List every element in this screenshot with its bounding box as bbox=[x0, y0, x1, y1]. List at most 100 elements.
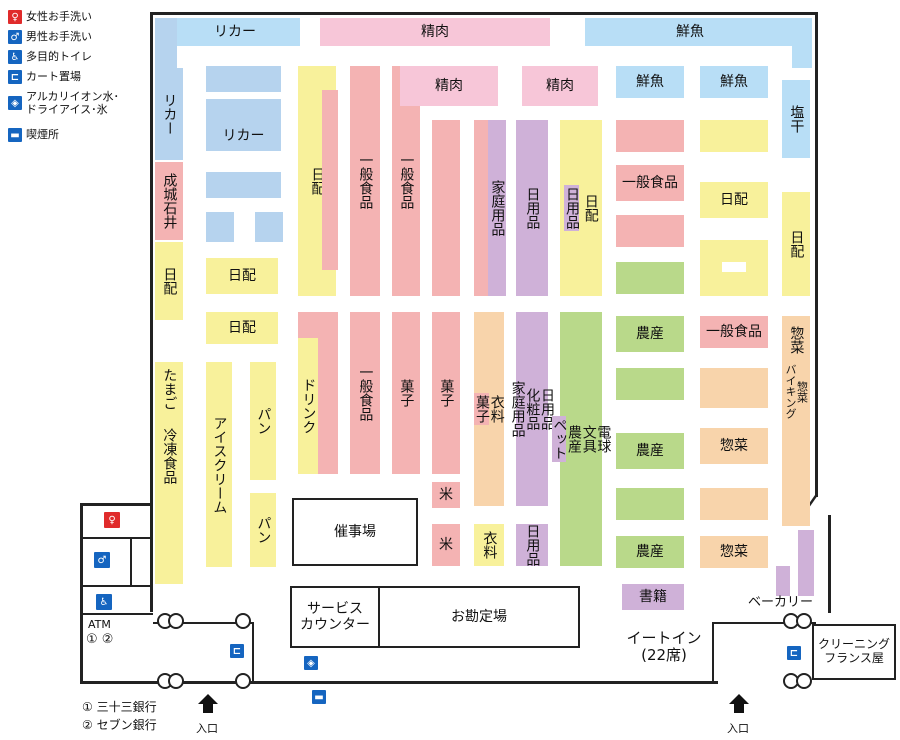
door-8[interactable] bbox=[796, 613, 812, 629]
cosmetics-label: 化粧品 bbox=[524, 388, 541, 430]
liquor-block-5 bbox=[206, 212, 234, 242]
daily1-section: 日用品 bbox=[516, 120, 548, 296]
smoking-icon: ▬ bbox=[312, 690, 326, 704]
souzai1-section: 惣菜 bbox=[700, 428, 768, 464]
annex-inner bbox=[130, 537, 132, 585]
right-green-1 bbox=[616, 262, 684, 294]
liquor-block-2 bbox=[206, 99, 281, 125]
liquor-corner-left bbox=[155, 18, 177, 68]
household-strip bbox=[474, 120, 490, 296]
household1-section: 家庭用品 bbox=[488, 120, 506, 296]
clothes1-section: 菓子 衣料 bbox=[474, 312, 505, 506]
pet-label: ペット bbox=[551, 416, 568, 462]
event-counter: 催事場 bbox=[292, 498, 418, 566]
household2-label: 家庭用品 bbox=[509, 381, 526, 437]
farm-g3 bbox=[616, 488, 684, 520]
entrance-left-stem bbox=[203, 704, 213, 713]
vestibule-l-right bbox=[252, 622, 254, 684]
souzai-section: 惣菜 惣菜 バイキング bbox=[782, 316, 810, 526]
checkout-counter: お勘定場 bbox=[378, 586, 580, 648]
drink-section: ドリンク bbox=[298, 338, 318, 474]
ice-section: アイスクリーム bbox=[206, 362, 232, 567]
right-yellow-gap bbox=[722, 262, 746, 272]
tamago-label: たまご bbox=[161, 368, 178, 410]
vestibule-r-top bbox=[712, 622, 816, 624]
souzai-p1 bbox=[700, 368, 768, 408]
clothes2-section: 衣料 bbox=[474, 524, 504, 566]
farm-g2 bbox=[616, 368, 684, 400]
atm-bank2: ② セブン銀行 bbox=[82, 718, 157, 732]
books-section: 書籍 bbox=[622, 584, 684, 610]
farm1-section: 農産 bbox=[616, 316, 684, 352]
door-10[interactable] bbox=[796, 673, 812, 689]
wheelchair-icon: ♿ bbox=[96, 594, 112, 610]
bakery-label: ベーカリー bbox=[748, 595, 814, 610]
rice2-section: 米 bbox=[432, 524, 460, 566]
daily4-section: 日用品 bbox=[516, 524, 548, 566]
viking-wrap: 惣菜 バイキング bbox=[784, 364, 809, 419]
vestibule-l-top bbox=[153, 622, 253, 624]
nippai-r1-section: 日配 bbox=[206, 258, 278, 294]
legend-item: ♂男性お手洗い bbox=[8, 30, 92, 44]
general2b bbox=[432, 120, 460, 296]
door-6[interactable] bbox=[235, 673, 251, 689]
daily3-label: 日用品 bbox=[539, 388, 556, 430]
purple-block-1 bbox=[776, 566, 790, 596]
annex-left bbox=[80, 503, 83, 683]
door-5[interactable] bbox=[168, 673, 184, 689]
liquor-side-section: リカー bbox=[155, 68, 183, 160]
viking-sub-label: 惣菜 bbox=[795, 380, 809, 403]
bulbs-label: 電球 bbox=[595, 425, 612, 453]
fish2-section: 鮮魚 bbox=[700, 66, 768, 98]
wall-right bbox=[815, 12, 818, 497]
liquor-top-section: リカー bbox=[170, 18, 300, 46]
smoking-icon: ▬ bbox=[8, 128, 22, 142]
sweets2-section: 菓子 bbox=[432, 312, 460, 474]
legend-label: アルカリイオン水･ ドライアイス･氷 bbox=[26, 90, 120, 117]
sweets1-section: 菓子 bbox=[392, 312, 420, 474]
liquor-block-4 bbox=[206, 172, 281, 198]
vestibule-r-left bbox=[712, 622, 714, 684]
farm2-section: 農産 bbox=[616, 433, 684, 469]
cart-icon: ⊏ bbox=[230, 644, 244, 658]
male-toilet-icon: ♂ bbox=[8, 30, 22, 44]
female-toilet-icon: ♀ bbox=[104, 512, 120, 528]
liquor-block-1 bbox=[206, 66, 281, 92]
legend-item: ◈ アルカリイオン水･ ドライアイス･氷 bbox=[8, 90, 119, 116]
water-ice-icon: ◈ bbox=[8, 96, 22, 111]
seijo-section: 成城石井 bbox=[155, 162, 183, 240]
souzai-label: 惣菜 bbox=[788, 326, 805, 354]
annex-div1 bbox=[80, 537, 153, 539]
farm-v-label: 農産 bbox=[566, 425, 582, 453]
atm-nums: ① ② bbox=[86, 632, 114, 647]
general5-section: 一般食品 bbox=[700, 316, 768, 348]
annex-div3 bbox=[80, 613, 153, 615]
general4-section: 一般食品 bbox=[350, 312, 380, 474]
nippai-r2-section: 日配 bbox=[206, 312, 278, 344]
legend-item: ♿多目的トイレ bbox=[8, 50, 92, 64]
wall-right-lower bbox=[828, 515, 831, 613]
farm3-section: 農産 bbox=[616, 536, 684, 568]
souzai-p2 bbox=[700, 488, 768, 520]
daily2-label: 日用品 bbox=[564, 185, 580, 231]
frozen-label: 冷凍食品 bbox=[161, 428, 178, 484]
water-ice-icon: ◈ bbox=[304, 656, 318, 670]
wall-top bbox=[150, 12, 818, 15]
fish-corner-right bbox=[792, 18, 812, 68]
door-2[interactable] bbox=[168, 613, 184, 629]
eatin-label: イートイン (22席) bbox=[626, 629, 702, 664]
cart-icon: ⊏ bbox=[787, 646, 801, 660]
rice1-section: 米 bbox=[432, 482, 460, 508]
atm-title: ATM bbox=[88, 618, 111, 631]
entrance-left-label: 入口 bbox=[196, 722, 218, 735]
door-3[interactable] bbox=[235, 613, 251, 629]
cart-icon: ⊏ bbox=[8, 70, 22, 84]
meat1-section: 精肉 bbox=[400, 66, 498, 106]
legend-label: 喫煙所 bbox=[26, 128, 59, 142]
general1-strip bbox=[322, 90, 338, 270]
meat2-section: 精肉 bbox=[522, 66, 598, 106]
general3-section: 一般食品 bbox=[616, 165, 684, 201]
female-toilet-icon: ♀ bbox=[8, 10, 22, 24]
stationery-label: 文具 bbox=[580, 425, 597, 453]
wall-left bbox=[150, 12, 153, 612]
